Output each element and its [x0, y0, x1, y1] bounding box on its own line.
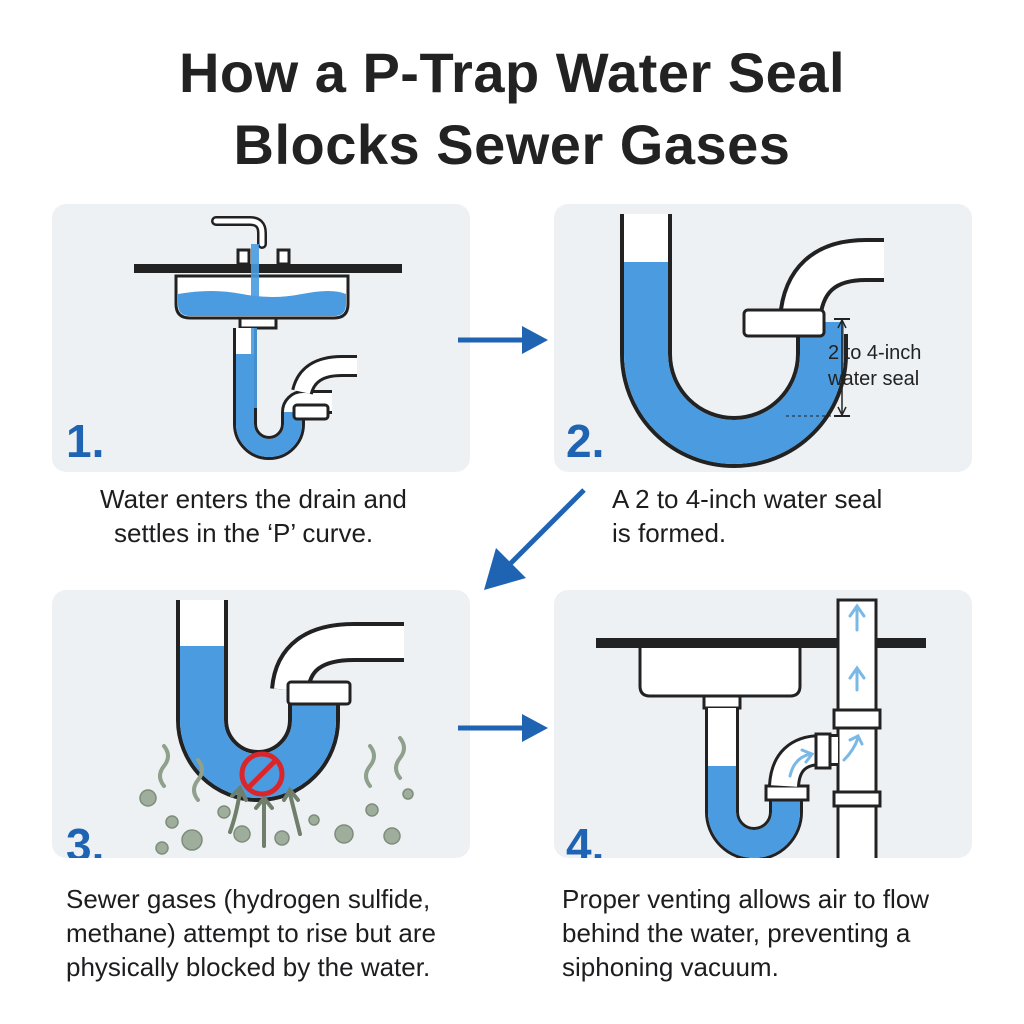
step4-panel: 4.: [554, 590, 972, 858]
right-arrow-icon: [458, 714, 548, 742]
step4-caption-line2: behind the water, preventing a: [562, 918, 911, 948]
water-seal-label-line1: 2 to 4-inch: [828, 342, 922, 364]
step2-caption-line1: A 2 to 4-inch water seal: [612, 484, 883, 514]
vent-pipe-illustration: [596, 598, 926, 858]
step4-number: 4.: [566, 819, 605, 858]
p-trap-water-seal-illustration: [620, 214, 884, 468]
step1-caption-line1: Water enters the drain and: [100, 484, 407, 514]
step1-panel: 1.: [52, 204, 470, 472]
step3-caption-line2: methane) attempt to rise but are: [66, 918, 436, 948]
step1-caption: Water enters the drain and settles in th…: [100, 482, 407, 550]
page-title-line2: Blocks Sewer Gases: [233, 113, 791, 176]
step2-panel: 2 to 4-inch water seal 2.: [554, 204, 972, 472]
step4-caption: Proper venting allows air to flow behind…: [562, 882, 929, 984]
step2-number: 2.: [566, 415, 605, 467]
step4-caption-line1: Proper venting allows air to flow: [562, 884, 930, 914]
water-seal-label: 2 to 4-inch water seal: [828, 340, 921, 392]
air-flow-arrow-icon: [228, 784, 302, 848]
step4-caption-line3: siphoning vacuum.: [562, 952, 779, 982]
page-title-line1: How a P-Trap Water Seal: [178, 41, 846, 104]
air-flow-arrow-icon: [788, 603, 866, 778]
step1-number: 1.: [66, 415, 105, 467]
step3-caption: Sewer gases (hydrogen sulfide, methane) …: [66, 882, 436, 984]
step3-panel: 3.: [52, 590, 470, 858]
blocked-gases-illustration: [139, 600, 414, 855]
step3-caption-line3: physically blocked by the water.: [66, 952, 431, 982]
step2-caption: A 2 to 4-inch water seal is formed.: [612, 482, 882, 550]
water-seal-label-line2: water seal: [828, 368, 920, 390]
step3-caption-line1: Sewer gases (hydrogen sulfide,: [66, 884, 431, 914]
sink-drain-illustration: [134, 216, 402, 460]
step3-number: 3.: [66, 819, 105, 858]
no-entry-icon: [239, 751, 285, 797]
right-arrow-icon: [458, 326, 548, 354]
gas-bubble-icon: [139, 788, 414, 855]
step2-caption-line2: is formed.: [612, 518, 727, 548]
diagonal-arrow-icon: [484, 488, 586, 590]
step1-caption-line2: settles in the ‘P’ curve.: [114, 518, 374, 548]
